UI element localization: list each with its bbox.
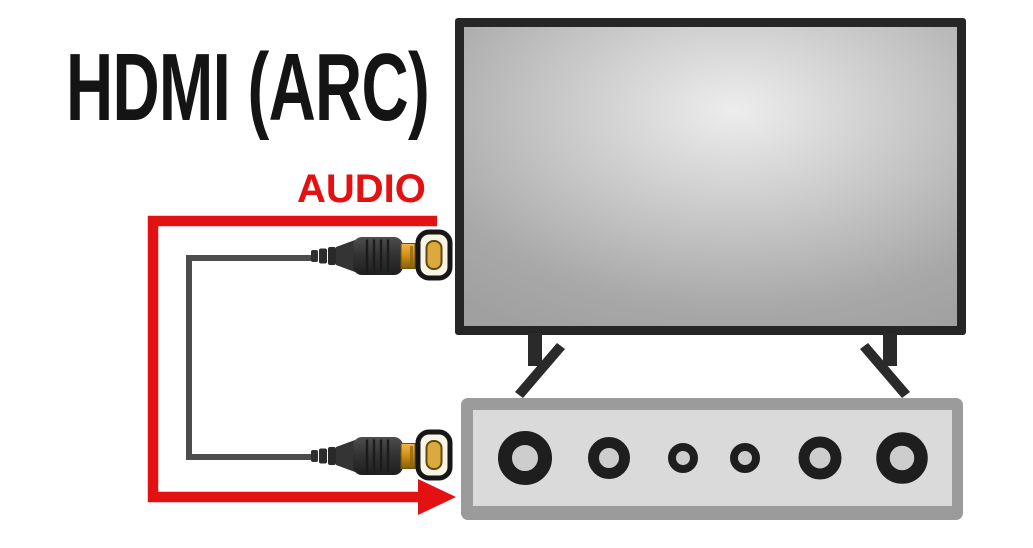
soundbar-speakers [498, 431, 928, 485]
audio-label: AUDIO [297, 167, 426, 211]
hdmi-plug-icon [309, 435, 417, 477]
red-arrowhead-icon [418, 479, 456, 515]
hdmi-plug-icon [309, 235, 417, 277]
speaker-circle [876, 432, 928, 484]
tv-leg-right [860, 333, 910, 398]
soundbar-icon [461, 398, 963, 520]
tv-leg-left [515, 333, 565, 398]
speaker-circle [588, 437, 630, 479]
speaker-circle [668, 443, 698, 473]
hdmi-cable [186, 255, 313, 460]
speaker-circle [730, 443, 760, 473]
speaker-circle [498, 431, 552, 485]
tv-icon [455, 18, 966, 398]
tv-screen [464, 27, 957, 326]
audio-signal-path [147, 215, 437, 503]
diagram-title: HDMI (ARC) [66, 34, 430, 141]
speaker-circle [798, 436, 842, 480]
hdmi-port-icon [418, 432, 450, 478]
soundbar-panel [473, 410, 952, 506]
hdmi-port-icon [418, 232, 450, 278]
